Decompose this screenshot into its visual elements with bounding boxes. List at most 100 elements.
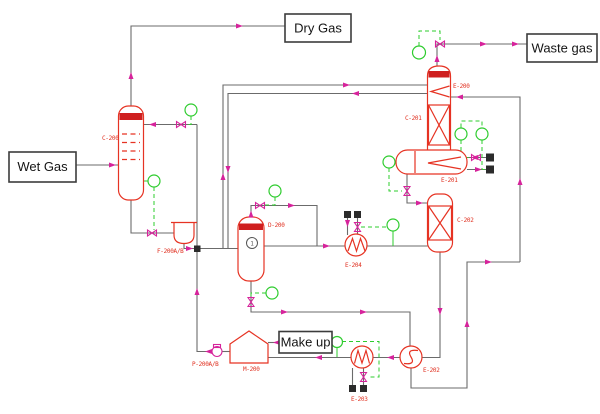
instrument-bubble xyxy=(147,174,161,188)
flash-drum: 1 xyxy=(237,216,265,282)
signal-line xyxy=(342,341,380,378)
makeup-tank xyxy=(229,330,269,364)
instrument-bubble xyxy=(268,184,282,198)
flow-arrow xyxy=(437,308,443,315)
flow-arrows xyxy=(109,23,523,360)
lean-rich-exchanger xyxy=(399,345,423,369)
dry-gas-line xyxy=(130,25,285,106)
tag-gas-heater: E-204 xyxy=(345,262,362,269)
exchanger-s-curve xyxy=(403,349,419,365)
flow-arrow xyxy=(225,166,231,173)
tag-stripper: C-202 xyxy=(457,217,474,224)
pump-flange xyxy=(212,343,222,349)
dry-gas-box xyxy=(284,13,352,43)
reboiler-coil xyxy=(427,156,462,170)
tie-point-square xyxy=(360,385,367,392)
solvent-pump xyxy=(211,343,223,358)
trim-heater-coil xyxy=(353,348,371,365)
flow-arrow xyxy=(475,167,482,172)
instrument-bubble xyxy=(386,218,400,232)
tag-flash-drum: D-200 xyxy=(268,222,285,229)
absorber-trays xyxy=(122,133,140,161)
instrument-bubble xyxy=(475,127,489,141)
tag-lean-rich-exchanger: E-202 xyxy=(423,367,440,374)
regenerator-packing xyxy=(427,104,451,146)
control-valve xyxy=(175,120,187,129)
instrument-bubble xyxy=(330,335,344,349)
rich-feed-to-regenerator-line xyxy=(450,96,521,262)
stripper-packing xyxy=(427,205,453,241)
stream-boxes: Wet Gas Dry Gas Waste gas Make up xyxy=(8,13,598,354)
flow-arrow xyxy=(512,41,519,47)
tie-point-square xyxy=(354,211,361,218)
instrument-bubble xyxy=(265,286,279,300)
flow-arrow xyxy=(517,178,523,185)
instruments xyxy=(147,45,489,349)
flow-arrow xyxy=(485,259,492,265)
flow-arrow xyxy=(205,349,212,354)
trim-heater-shell xyxy=(350,345,374,369)
control-valve xyxy=(254,201,266,210)
flash-drum-band xyxy=(239,223,263,230)
process-piping xyxy=(76,25,527,389)
absorber-column xyxy=(117,105,145,201)
lean-riser-line xyxy=(196,124,212,353)
flow-arrow xyxy=(248,210,254,218)
instrument-bubble xyxy=(454,127,468,141)
instrument-bubble xyxy=(184,103,198,117)
flow-arrow xyxy=(220,173,226,180)
tie-point-square xyxy=(349,385,356,392)
tie-point-square xyxy=(486,153,494,162)
equipment: 1 xyxy=(117,65,468,369)
instrument-bubble xyxy=(411,45,427,60)
signal-line xyxy=(186,116,192,125)
exchanger-cold-loop-line xyxy=(410,261,520,389)
absorber-top-band xyxy=(119,113,143,120)
control-valve xyxy=(434,39,446,49)
filter-body xyxy=(171,221,197,245)
flow-arrow xyxy=(323,243,330,249)
flow-arrow xyxy=(345,220,350,227)
control-valve xyxy=(359,371,368,383)
trim-heater xyxy=(350,345,374,369)
dry-gas-label: Dry Gas xyxy=(294,21,342,36)
flow-arrow xyxy=(464,320,470,327)
sump-bottoms-line xyxy=(406,174,428,204)
line-junction-square xyxy=(194,245,201,252)
flow-arrow xyxy=(480,41,487,47)
makeup-tank-shell xyxy=(229,330,269,364)
gas-heater-coil xyxy=(347,236,366,253)
signal-line xyxy=(388,168,402,192)
flow-arrow xyxy=(109,162,116,168)
tag-makeup-tank: M-200 xyxy=(243,366,260,373)
condenser-coil-symbol xyxy=(428,85,450,98)
absorber-bottoms-line xyxy=(130,200,174,234)
flow-arrow xyxy=(434,55,440,62)
control-valve xyxy=(402,185,412,197)
flash-drum-internal-text: 1 xyxy=(250,241,254,248)
make-up-label: Make up xyxy=(281,335,331,350)
waste-gas-box xyxy=(526,33,598,63)
regenerator-top-band xyxy=(428,71,450,78)
flow-arrow xyxy=(281,309,288,315)
flash-drum-internal-symbol xyxy=(246,237,258,249)
control-valve xyxy=(146,228,158,238)
gas-heater xyxy=(344,233,368,257)
absorber-shell xyxy=(117,105,145,201)
flow-arrow xyxy=(352,91,359,96)
make-up-box xyxy=(278,330,333,354)
flow-arrow xyxy=(149,122,156,127)
flow-arrow xyxy=(360,309,367,315)
equipment-labels: C-200 F-200A/B D-200 E-204 E-200 C-201 E… xyxy=(102,83,475,403)
regenerator-packing-cross xyxy=(427,104,451,146)
tag-filter: F-200A/B xyxy=(157,248,184,255)
signal-line xyxy=(418,30,441,46)
rich-riser-line xyxy=(222,84,428,249)
signal-line xyxy=(460,120,483,128)
tie-point-square xyxy=(486,165,494,174)
control-valve xyxy=(353,221,362,233)
wet-gas-box xyxy=(8,151,77,183)
signal-line xyxy=(265,197,276,206)
flow-arrow xyxy=(194,288,200,295)
